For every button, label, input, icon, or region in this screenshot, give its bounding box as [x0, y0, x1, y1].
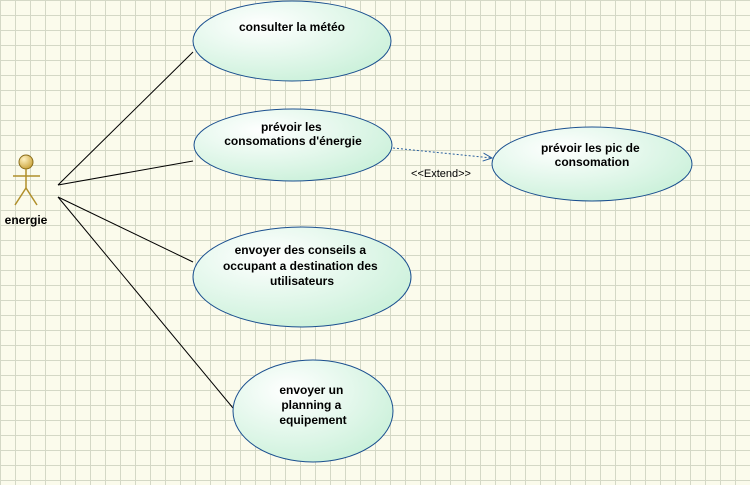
svg-text:consulter la météo: consulter la météo [239, 20, 345, 34]
usecase-label-line: prévoir les pic de [541, 141, 640, 155]
usecase-envoyer-planning[interactable]: envoyer un planning a equipement [232, 359, 394, 463]
usecase-label-line: envoyer un [279, 383, 343, 397]
usecase-prevoir-pic[interactable]: prévoir les pic de consomation [491, 126, 693, 202]
extend-relation[interactable]: <<Extend>> [392, 147, 492, 180]
actor-label: energie [5, 213, 48, 227]
usecase-consulter-meteo[interactable]: consulter la météo [192, 0, 392, 82]
usecase-label-line: consulter la météo [239, 20, 345, 34]
usecase-envoyer-conseils[interactable]: envoyer des conseils a occupant a destin… [192, 226, 412, 328]
svg-text:prévoir les pic de conso: prévoir les pic de consomation [541, 141, 643, 169]
usecase-label-line: prévoir les [261, 120, 322, 134]
association-prevoir[interactable] [57, 160, 194, 186]
extend-label: <<Extend>> [411, 168, 471, 180]
usecase-label-line: consomation [555, 155, 630, 169]
usecase-label-line: equipement [279, 413, 346, 427]
usecase-prevoir-consomations[interactable]: prévoir les consomations d'énergie [193, 108, 393, 182]
usecase-label-line: utilisateurs [270, 274, 334, 288]
actor-head-icon [18, 154, 34, 170]
svg-text:prévoir les consomations: prévoir les consomations d'énergie [224, 120, 362, 148]
svg-text:envoyer des conseils a o: envoyer des conseils a occupant a destin… [223, 243, 381, 288]
extend-arrow [392, 147, 492, 158]
association-meteo[interactable] [57, 51, 194, 186]
usecase-label-line: envoyer des conseils a [235, 243, 367, 257]
association-conseils[interactable] [57, 196, 194, 263]
association-planning[interactable] [57, 196, 234, 409]
usecase-label-line: consomations d'énergie [224, 134, 362, 148]
svg-text:envoyer un planning a: envoyer un planning a equipement [279, 383, 346, 427]
associations [57, 51, 234, 409]
actor-energie[interactable]: energie [5, 154, 48, 227]
usecase-label-line: occupant a destination des [223, 259, 378, 273]
usecase-label-line: planning a [281, 398, 341, 412]
